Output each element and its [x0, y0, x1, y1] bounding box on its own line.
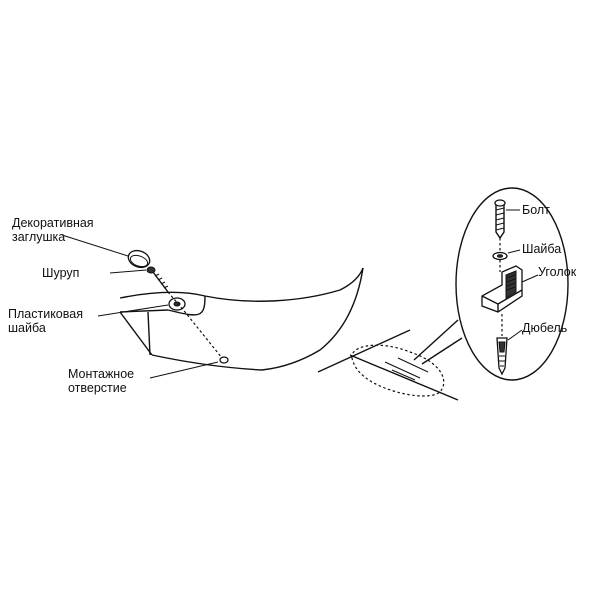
label-bolt: Болт [522, 203, 550, 217]
leader-decorative-cap [61, 234, 129, 257]
plastic-washer [168, 297, 186, 311]
bathtub-outline [119, 267, 364, 371]
decorative-cap [127, 249, 151, 269]
floor-detail [317, 329, 459, 401]
mounting-hole [219, 356, 229, 364]
leader-screw [109, 269, 147, 274]
dowel [496, 337, 508, 376]
leader-washer [507, 249, 521, 254]
label-washer: Шайба [522, 242, 561, 256]
magnifier-connector-bottom [421, 337, 463, 365]
magnifier-connector-top [413, 319, 459, 361]
label-decorative-cap-line1: Декоративная [12, 216, 94, 230]
washer [492, 251, 508, 261]
leader-plastic-washer [97, 304, 169, 317]
label-dowel: Дюбель [522, 321, 567, 335]
label-mounting-hole-line1: Монтажное [68, 367, 134, 381]
label-bracket: Уголок [538, 265, 577, 279]
screw-guide-line [167, 291, 223, 359]
bracket [481, 265, 523, 313]
label-plastic-washer-line2: шайба [8, 321, 46, 335]
bolt [494, 199, 506, 240]
label-decorative-cap-line2: заглушка [12, 230, 65, 244]
label-mounting-hole-line2: отверстие [68, 381, 127, 395]
leader-dowel [507, 329, 523, 341]
leader-bracket [521, 274, 539, 283]
leader-mounting-hole [149, 361, 219, 379]
label-plastic-washer-line1: Пластиковая [8, 307, 83, 321]
screw [146, 266, 169, 293]
label-screw: Шуруп [42, 266, 79, 280]
magnified-detail [455, 187, 569, 381]
